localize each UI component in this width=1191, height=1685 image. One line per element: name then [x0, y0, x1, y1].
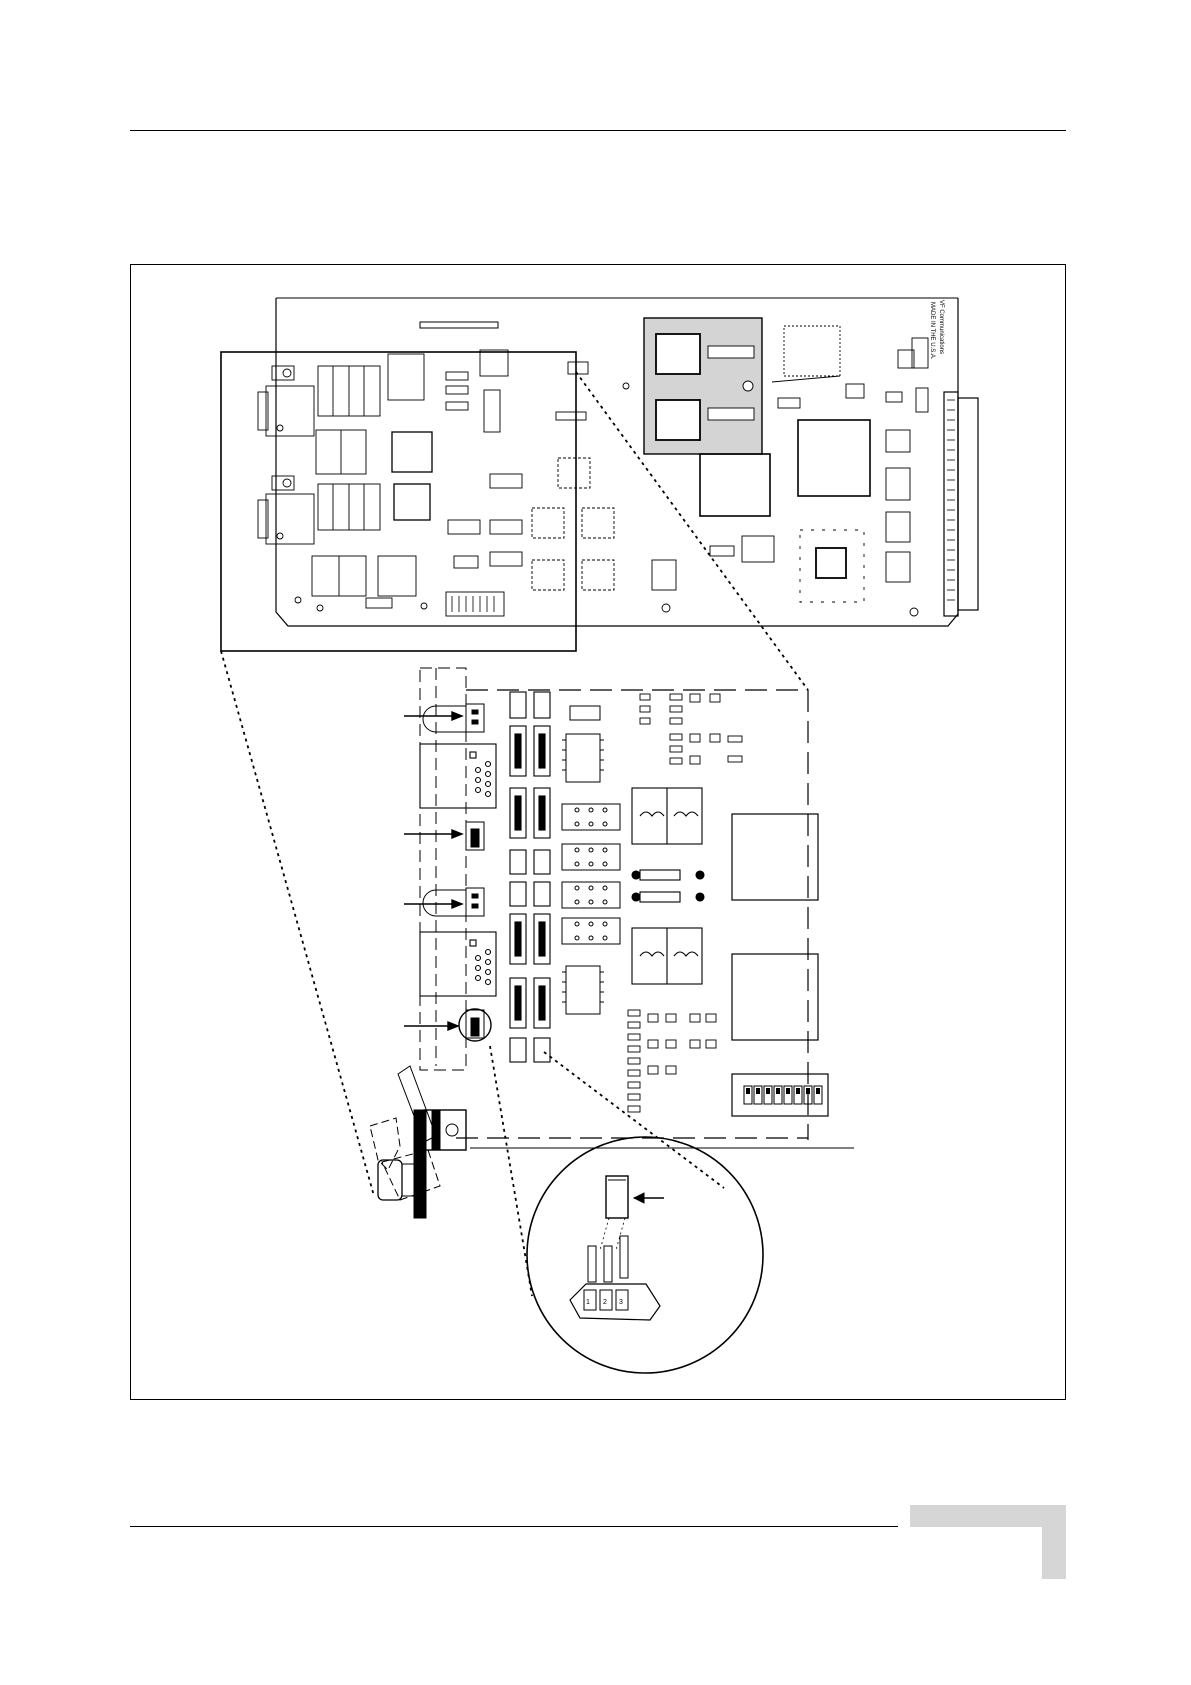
top-header-connector: [420, 322, 498, 328]
jumper-pin-2: 2: [603, 1299, 607, 1306]
board-left-components: [258, 350, 614, 616]
zoom-source-box: [221, 352, 576, 651]
board-silkscreen: VF Communications MADE IN THE U.S.A.: [929, 300, 944, 360]
board-right-components: [623, 318, 928, 616]
enlarged-detail: [370, 668, 854, 1218]
ic-package-upper: [732, 814, 818, 900]
rear-connector: [944, 392, 978, 616]
zoom-projection-lines: [221, 372, 808, 1296]
ic-package-lower: [732, 954, 818, 1040]
jumper-pin-3: 3: [619, 1299, 623, 1306]
footer-rule: [130, 1526, 898, 1527]
page-tab: [910, 1505, 1066, 1579]
silkscreen-line-2: MADE IN THE U.S.A.: [929, 302, 935, 360]
silkscreen-line-1: VF Communications: [938, 300, 944, 354]
dip-switch: [732, 1074, 828, 1116]
jumper-magnifier: 1 2 3: [527, 1137, 763, 1373]
jumper-pin-1: 1: [586, 1299, 590, 1306]
